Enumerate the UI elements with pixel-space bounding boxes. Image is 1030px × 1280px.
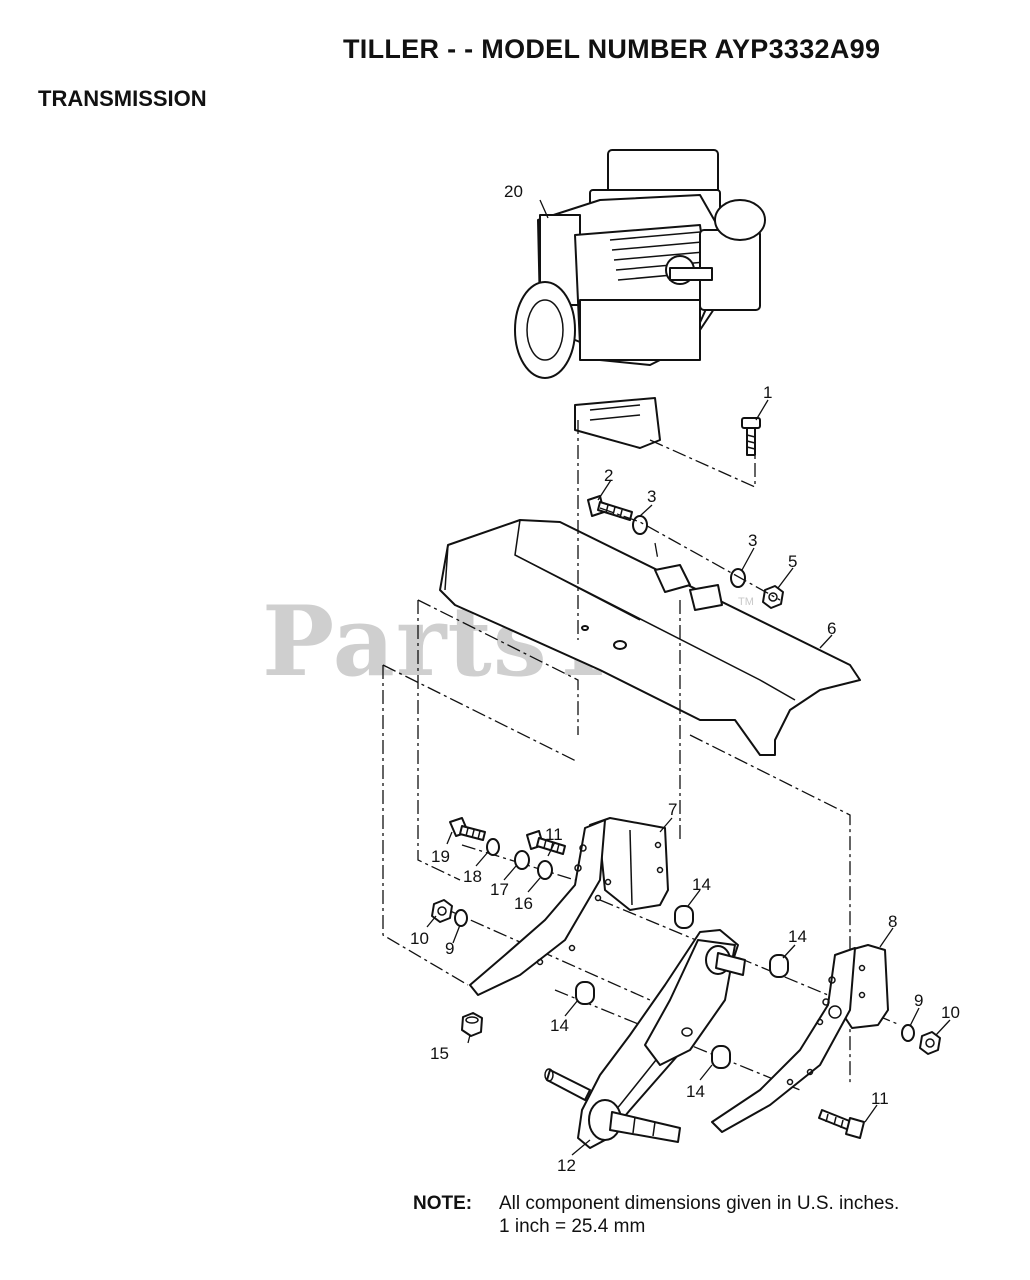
- section-title: TRANSMISSION: [38, 86, 207, 111]
- washer-16: [537, 860, 553, 880]
- spacer-14-b: [769, 954, 789, 978]
- callout-3-lower: 3: [748, 531, 757, 550]
- left-tine-frame: [469, 817, 669, 996]
- callout-15: 15: [430, 1044, 449, 1063]
- tine-shield: [439, 519, 861, 756]
- washer-17: [514, 850, 530, 870]
- right-tine-frame: [711, 944, 889, 1133]
- callout-11-upper: 11: [545, 825, 563, 844]
- callout-14-b: 14: [788, 927, 807, 946]
- callout-3-upper: 3: [647, 487, 656, 506]
- washer-9-right: [901, 1024, 915, 1042]
- spacer-14-c: [575, 981, 595, 1005]
- callout-16: 16: [514, 894, 533, 913]
- engine-assembly: [514, 149, 766, 449]
- callout-12: 12: [557, 1156, 576, 1175]
- bolt-19: [449, 817, 486, 841]
- nut-10-right: [919, 1031, 941, 1055]
- callout-9-left: 9: [445, 939, 454, 958]
- bolt-11-upper: [526, 830, 566, 855]
- callout-2: 2: [604, 466, 613, 485]
- nut-15: [461, 1012, 483, 1037]
- callout-11-lower: 11: [871, 1089, 889, 1108]
- callout-14-c: 14: [550, 1016, 569, 1035]
- callout-9-right: 9: [914, 991, 923, 1010]
- washer-18: [486, 838, 500, 856]
- washer-3-lower: [730, 568, 746, 588]
- page-title: TILLER - - MODEL NUMBER AYP3332A99: [343, 34, 881, 64]
- transmission-assembly: [544, 929, 746, 1149]
- callout-1: 1: [763, 383, 772, 402]
- washer-9-left: [454, 909, 468, 927]
- callout-6: 6: [827, 619, 836, 638]
- callout-18: 18: [463, 867, 482, 886]
- callout-8: 8: [888, 912, 897, 931]
- callout-14-d: 14: [686, 1082, 705, 1101]
- dimension-note: NOTE: All component dimensions given in U…: [413, 1192, 899, 1238]
- callout-14-a: 14: [692, 875, 711, 894]
- bolt-11-lower: [818, 1109, 865, 1139]
- nut-5: [762, 585, 784, 609]
- callout-10-right: 10: [941, 1003, 960, 1022]
- note-label: NOTE:: [413, 1193, 473, 1214]
- note-line-2: 1 inch = 25.4 mm: [499, 1216, 646, 1237]
- spacer-14-a: [674, 905, 694, 929]
- callout-10-left: 10: [410, 929, 429, 948]
- callout-20: 20: [504, 182, 523, 201]
- callout-19: 19: [431, 847, 450, 866]
- washer-3-upper: [632, 515, 648, 535]
- note-line-1: All component dimensions given in U.S. i…: [499, 1193, 900, 1214]
- callout-5: 5: [788, 552, 797, 571]
- leader-lines: [426, 199, 951, 1156]
- callout-7: 7: [668, 800, 677, 819]
- callout-17: 17: [490, 880, 509, 899]
- spacer-14-d: [711, 1045, 731, 1069]
- nut-10-left: [431, 899, 453, 923]
- bolt-2: [587, 495, 633, 521]
- watermark-trademark: TM: [738, 596, 754, 608]
- bolt-1: [741, 417, 761, 456]
